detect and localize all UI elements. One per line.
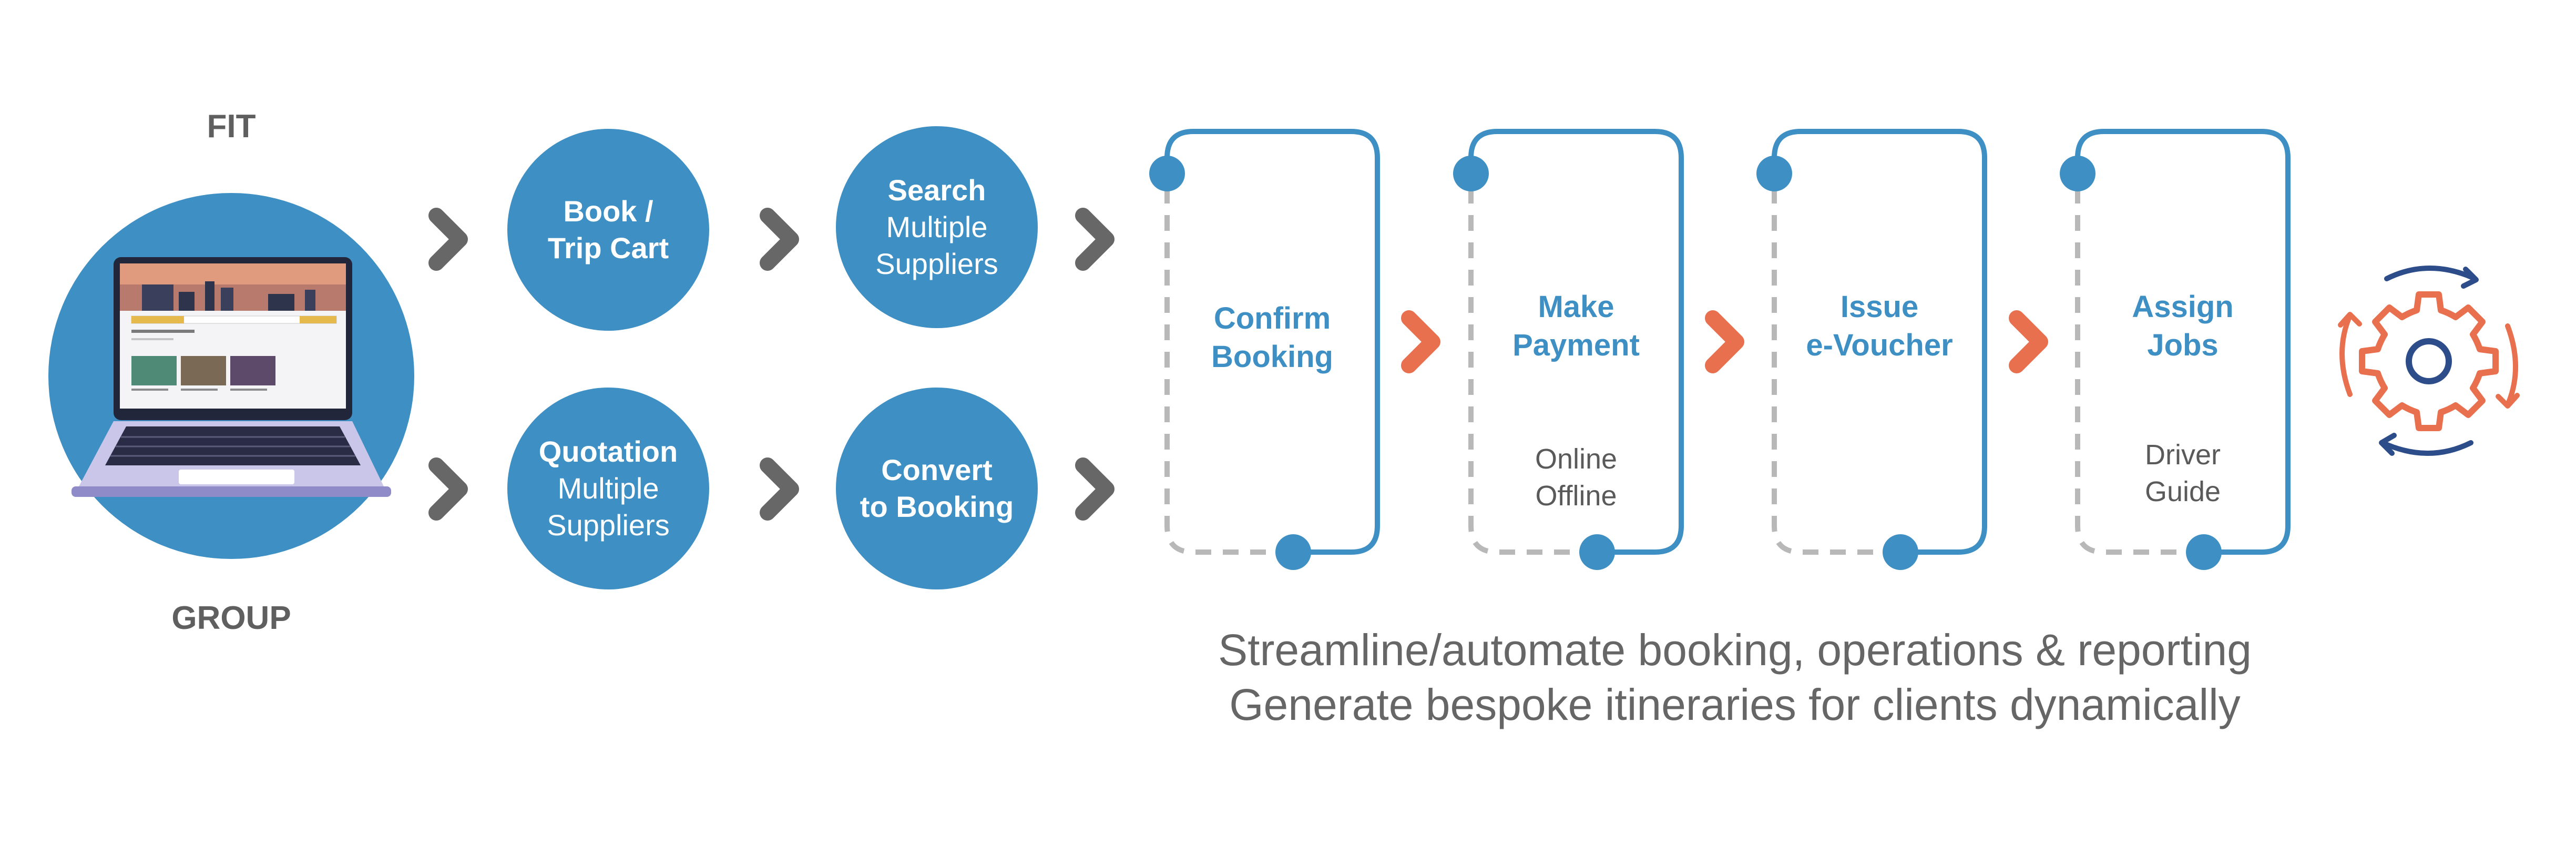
circle-title: Quotation: [538, 435, 678, 468]
circle-subtitle: Suppliers: [547, 508, 670, 542]
circle-title: Search: [887, 174, 986, 207]
group-label: GROUP: [171, 600, 291, 636]
circle-subtitle: Multiple: [557, 472, 659, 505]
step-frame-confirm-booking: [1149, 129, 1380, 570]
caption-line-2: Generate bespoke itineraries for clients…: [1229, 680, 2241, 729]
step-sub-line: Online: [1535, 443, 1618, 475]
step-sub-line: Guide: [2144, 476, 2221, 508]
step-sub-assign-jobs: Driver Guide: [2104, 436, 2262, 510]
step-title-line: Confirm: [1213, 301, 1331, 335]
step-title-line: Issue: [1840, 290, 1919, 324]
step-title-make-payment: Make Payment: [1497, 288, 1655, 364]
circle-title: Book /: [563, 195, 653, 228]
step-title-line: Make: [1538, 290, 1614, 324]
gear-cycle-icon: [2338, 266, 2520, 456]
circle-title: to Booking: [860, 490, 1014, 523]
step-sub-make-payment: Online Offline: [1497, 441, 1655, 514]
step-title-line: Jobs: [2147, 328, 2219, 362]
convert-booking-circle: Convert to Booking: [836, 388, 1038, 589]
quotation-circle: Quotation Multiple Suppliers: [507, 388, 709, 589]
step-sub-line: Driver: [2145, 439, 2221, 471]
circle-title: Trip Cart: [547, 231, 669, 264]
fit-label: FIT: [207, 108, 256, 145]
chevron-right-icon: [760, 208, 799, 271]
search-suppliers-circle: Search Multiple Suppliers: [836, 126, 1038, 328]
step-title-line: Assign: [2132, 290, 2234, 324]
circle-subtitle: Multiple: [886, 210, 988, 243]
step-title-assign-jobs: Assign Jobs: [2104, 288, 2262, 364]
chevron-right-icon: [1075, 208, 1115, 271]
step-title-line: Booking: [1211, 339, 1333, 374]
circle-subtitle: Suppliers: [875, 247, 998, 280]
step-frame-make-payment: [1453, 129, 1684, 570]
chevron-right-orange-icon: [1401, 310, 1440, 373]
step-title-line: Payment: [1512, 328, 1640, 362]
chevron-right-icon: [428, 457, 468, 521]
step-title-line: e-Voucher: [1806, 328, 1953, 362]
step-title-issue-voucher: Issue e-Voucher: [1801, 288, 1958, 364]
step-title-confirm-booking: Confirm Booking: [1193, 300, 1351, 376]
chevron-right-orange-icon: [1705, 310, 1744, 373]
circle-title: Convert: [881, 453, 993, 486]
chevron-right-orange-icon: [2009, 310, 2048, 373]
laptop-icon: [48, 193, 414, 559]
book-trip-cart-circle: Book / Trip Cart: [507, 129, 709, 331]
chevron-right-icon: [1075, 457, 1115, 521]
chevron-right-icon: [760, 457, 799, 521]
caption-line-1: Streamline/automate booking, operations …: [1218, 625, 2252, 675]
step-frame-issue-voucher: [1756, 129, 1987, 570]
step-frame-assign-jobs: [2060, 129, 2291, 570]
chevron-right-icon: [428, 208, 468, 271]
step-sub-line: Offline: [1535, 480, 1617, 512]
